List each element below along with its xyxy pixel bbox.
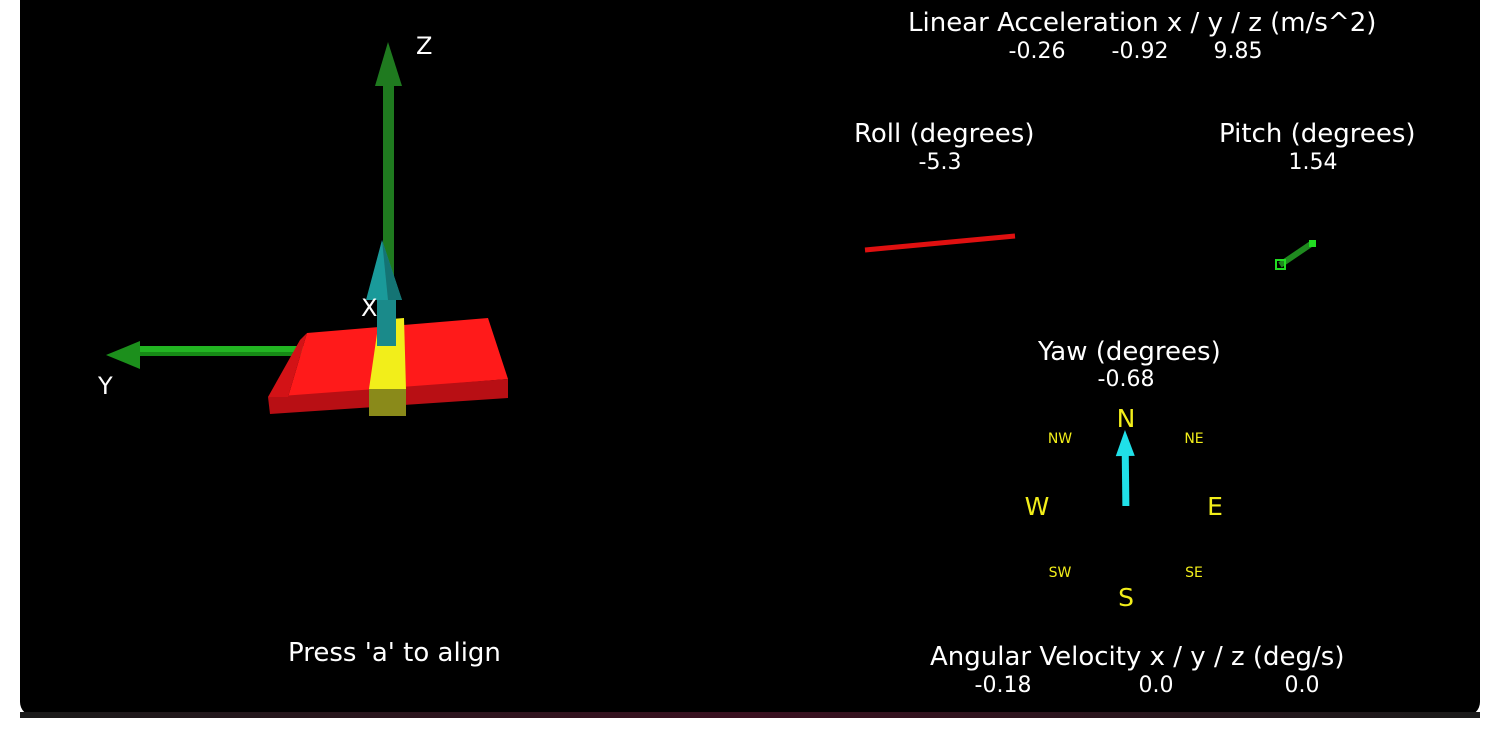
align-hint: Press 'a' to align — [288, 638, 501, 668]
compass-north: N — [1116, 404, 1136, 433]
compass-east: E — [1207, 492, 1223, 521]
x-axis-shaft — [377, 288, 396, 346]
y-axis-head — [106, 341, 140, 369]
chip-side — [369, 389, 406, 416]
z-axis-shaft — [383, 84, 394, 304]
roll-value: -5.3 — [918, 150, 962, 175]
compass-southwest: SW — [1048, 565, 1072, 581]
x-axis-head-shade — [382, 240, 402, 300]
x-axis-label: X — [361, 294, 378, 322]
pitch-indicator — [1275, 240, 1316, 270]
accel-x-value: -0.26 — [1008, 39, 1066, 64]
gyro-y-value: 0.0 — [1138, 673, 1174, 698]
pitch-endpoint-front — [1309, 240, 1316, 247]
compass-south: S — [1118, 583, 1134, 612]
roll-indicator — [864, 233, 1016, 253]
accel-z-value: 9.85 — [1213, 39, 1263, 64]
terminal-strip-behind — [20, 712, 1480, 718]
imu-visualizer-canvas[interactable]: Z X Y Press 'a' to align Linear Accelera… — [20, 0, 1480, 716]
yaw-title: Yaw (degrees) — [1038, 337, 1221, 367]
y-axis-shaft — [138, 346, 390, 356]
yaw-arrow-icon — [1115, 430, 1135, 507]
gyro-x-value: -0.18 — [974, 673, 1032, 698]
compass-northeast: NE — [1184, 431, 1204, 447]
compass-west: W — [1024, 492, 1050, 521]
z-axis-label: Z — [416, 32, 433, 60]
compass-northwest: NW — [1047, 431, 1073, 447]
yaw-heading-indicator — [1115, 430, 1135, 507]
linear-acceleration-title: Linear Acceleration x / y / z (m/s^2) — [908, 8, 1377, 38]
y-axis-shaft-shade — [138, 352, 390, 356]
board-left-face — [268, 333, 307, 397]
pitch-endpoint-back — [1275, 259, 1286, 270]
roll-title: Roll (degrees) — [854, 119, 1035, 149]
angular-velocity-title: Angular Velocity x / y / z (deg/s) — [930, 642, 1345, 672]
board-3d-view — [106, 42, 508, 416]
gyro-z-value: 0.0 — [1284, 673, 1320, 698]
yaw-value: -0.68 — [1097, 367, 1155, 392]
accel-y-value: -0.92 — [1111, 39, 1169, 64]
z-axis-head — [375, 42, 402, 86]
y-axis-label: Y — [98, 372, 113, 400]
roll-line — [864, 233, 1016, 253]
compass-southeast: SE — [1185, 565, 1203, 581]
pitch-value: 1.54 — [1288, 150, 1338, 175]
pitch-title: Pitch (degrees) — [1219, 119, 1416, 149]
